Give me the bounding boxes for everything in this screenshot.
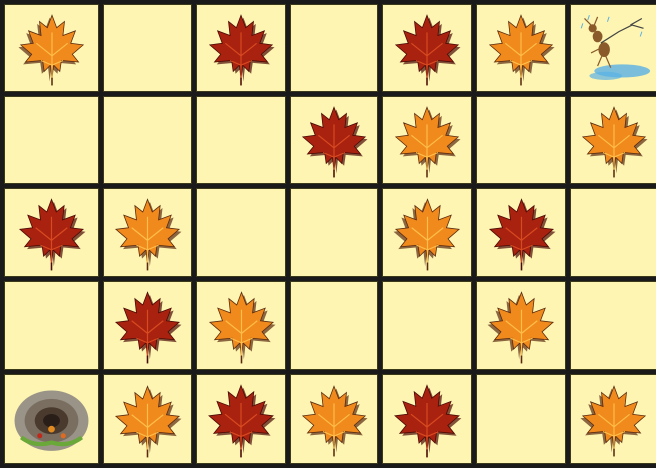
board-cell-r0-c2[interactable] xyxy=(196,4,286,92)
board-cell-r0-c4[interactable] xyxy=(382,4,472,92)
board-cell-r2-c2[interactable] xyxy=(196,188,286,277)
red-leaf-icon xyxy=(202,9,280,87)
board-cell-r4-c5[interactable] xyxy=(476,374,566,464)
board-cell-r2-c5[interactable] xyxy=(476,188,566,277)
orange-leaf-icon xyxy=(482,286,561,365)
board-cell-r0-c5[interactable] xyxy=(476,4,566,92)
board-cell-r2-c3[interactable] xyxy=(290,188,378,277)
board-cell-r3-c0[interactable] xyxy=(4,281,99,370)
orange-leaf-icon xyxy=(202,286,281,365)
orange-leaf-icon xyxy=(575,101,653,179)
board-cell-r3-c3[interactable] xyxy=(290,281,378,370)
ant-in-puddle-icon xyxy=(573,7,655,89)
board-cell-r3-c1[interactable] xyxy=(103,281,192,370)
orange-leaf-icon xyxy=(295,380,373,458)
board-cell-r4-c6[interactable] xyxy=(570,374,656,464)
red-leaf-icon xyxy=(387,379,467,459)
orange-leaf-icon xyxy=(388,193,467,272)
board-cell-r3-c6[interactable] xyxy=(570,281,656,370)
board-cell-r0-c0[interactable] xyxy=(4,4,99,92)
board-cell-r4-c1[interactable] xyxy=(103,374,192,464)
board-cell-r1-c0[interactable] xyxy=(4,96,99,184)
board-cell-r2-c0[interactable] xyxy=(4,188,99,277)
board-cell-r3-c4[interactable] xyxy=(382,281,472,370)
board-cell-r3-c5[interactable] xyxy=(476,281,566,370)
board-cell-r2-c6[interactable] xyxy=(570,188,656,277)
orange-leaf-icon xyxy=(575,380,653,458)
red-leaf-icon xyxy=(201,379,281,459)
red-leaf-icon xyxy=(388,9,466,87)
red-leaf-icon xyxy=(295,101,373,179)
red-leaf-icon xyxy=(12,193,91,272)
orange-leaf-icon xyxy=(108,380,187,459)
board-cell-r2-c4[interactable] xyxy=(382,188,472,277)
board-cell-r4-c4[interactable] xyxy=(382,374,472,464)
board-cell-r1-c3[interactable] xyxy=(290,96,378,184)
whirlpool-hole-icon xyxy=(7,377,96,461)
red-leaf-icon xyxy=(482,193,561,272)
board-cell-r1-c4[interactable] xyxy=(382,96,472,184)
red-leaf-icon xyxy=(108,286,187,365)
board-cell-r0-c1[interactable] xyxy=(103,4,192,92)
board-cell-r1-c6[interactable] xyxy=(570,96,656,184)
orange-leaf-icon xyxy=(388,101,466,179)
board-cell-r3-c2[interactable] xyxy=(196,281,286,370)
board-cell-r0-c6[interactable] xyxy=(570,4,656,92)
board-cell-r1-c1[interactable] xyxy=(103,96,192,184)
orange-leaf-icon xyxy=(482,9,560,87)
board-cell-r0-c3[interactable] xyxy=(290,4,378,92)
board-cell-r2-c1[interactable] xyxy=(103,188,192,277)
orange-leaf-icon xyxy=(13,9,91,87)
board-cell-r1-c5[interactable] xyxy=(476,96,566,184)
board-cell-r4-c2[interactable] xyxy=(196,374,286,464)
orange-leaf-icon xyxy=(108,193,187,272)
board-cell-r4-c3[interactable] xyxy=(290,374,378,464)
board-cell-r1-c2[interactable] xyxy=(196,96,286,184)
board-cell-r4-c0[interactable] xyxy=(4,374,99,464)
